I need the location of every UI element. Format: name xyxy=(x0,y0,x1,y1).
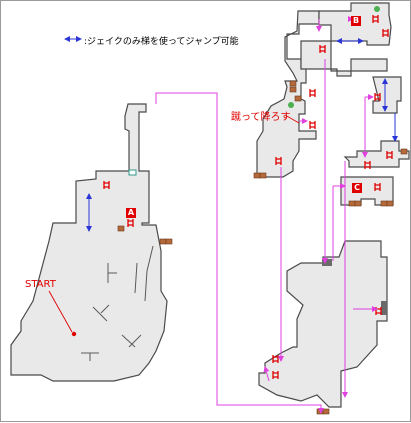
marker-a: A xyxy=(126,208,136,218)
right-middle-block xyxy=(343,140,410,168)
kick-down-label: 蹴って降ろす xyxy=(231,112,291,123)
door-icon xyxy=(128,169,137,176)
crate-icon xyxy=(117,225,173,245)
jump-arrows xyxy=(86,38,398,232)
marker-c: C xyxy=(352,183,362,193)
marker-b: B xyxy=(351,16,361,26)
right-top-floor xyxy=(256,10,320,178)
start-leader-line xyxy=(48,290,73,333)
item-icon xyxy=(288,6,380,108)
route-lines xyxy=(155,16,378,414)
start-label: START xyxy=(25,279,56,290)
left-area-floor xyxy=(10,103,168,382)
legend-text: :ジェイクのみ梯を使ってジャンプ可能 xyxy=(84,37,239,47)
right-bottom-floor xyxy=(258,240,388,408)
start-point-icon xyxy=(71,331,77,337)
left-interior-walls xyxy=(81,245,154,361)
legend: :ジェイクのみ梯を使ってジャンプ可能 xyxy=(63,34,239,47)
right-upper-corridor-2 xyxy=(300,40,388,77)
kick-leader-line xyxy=(284,114,300,124)
